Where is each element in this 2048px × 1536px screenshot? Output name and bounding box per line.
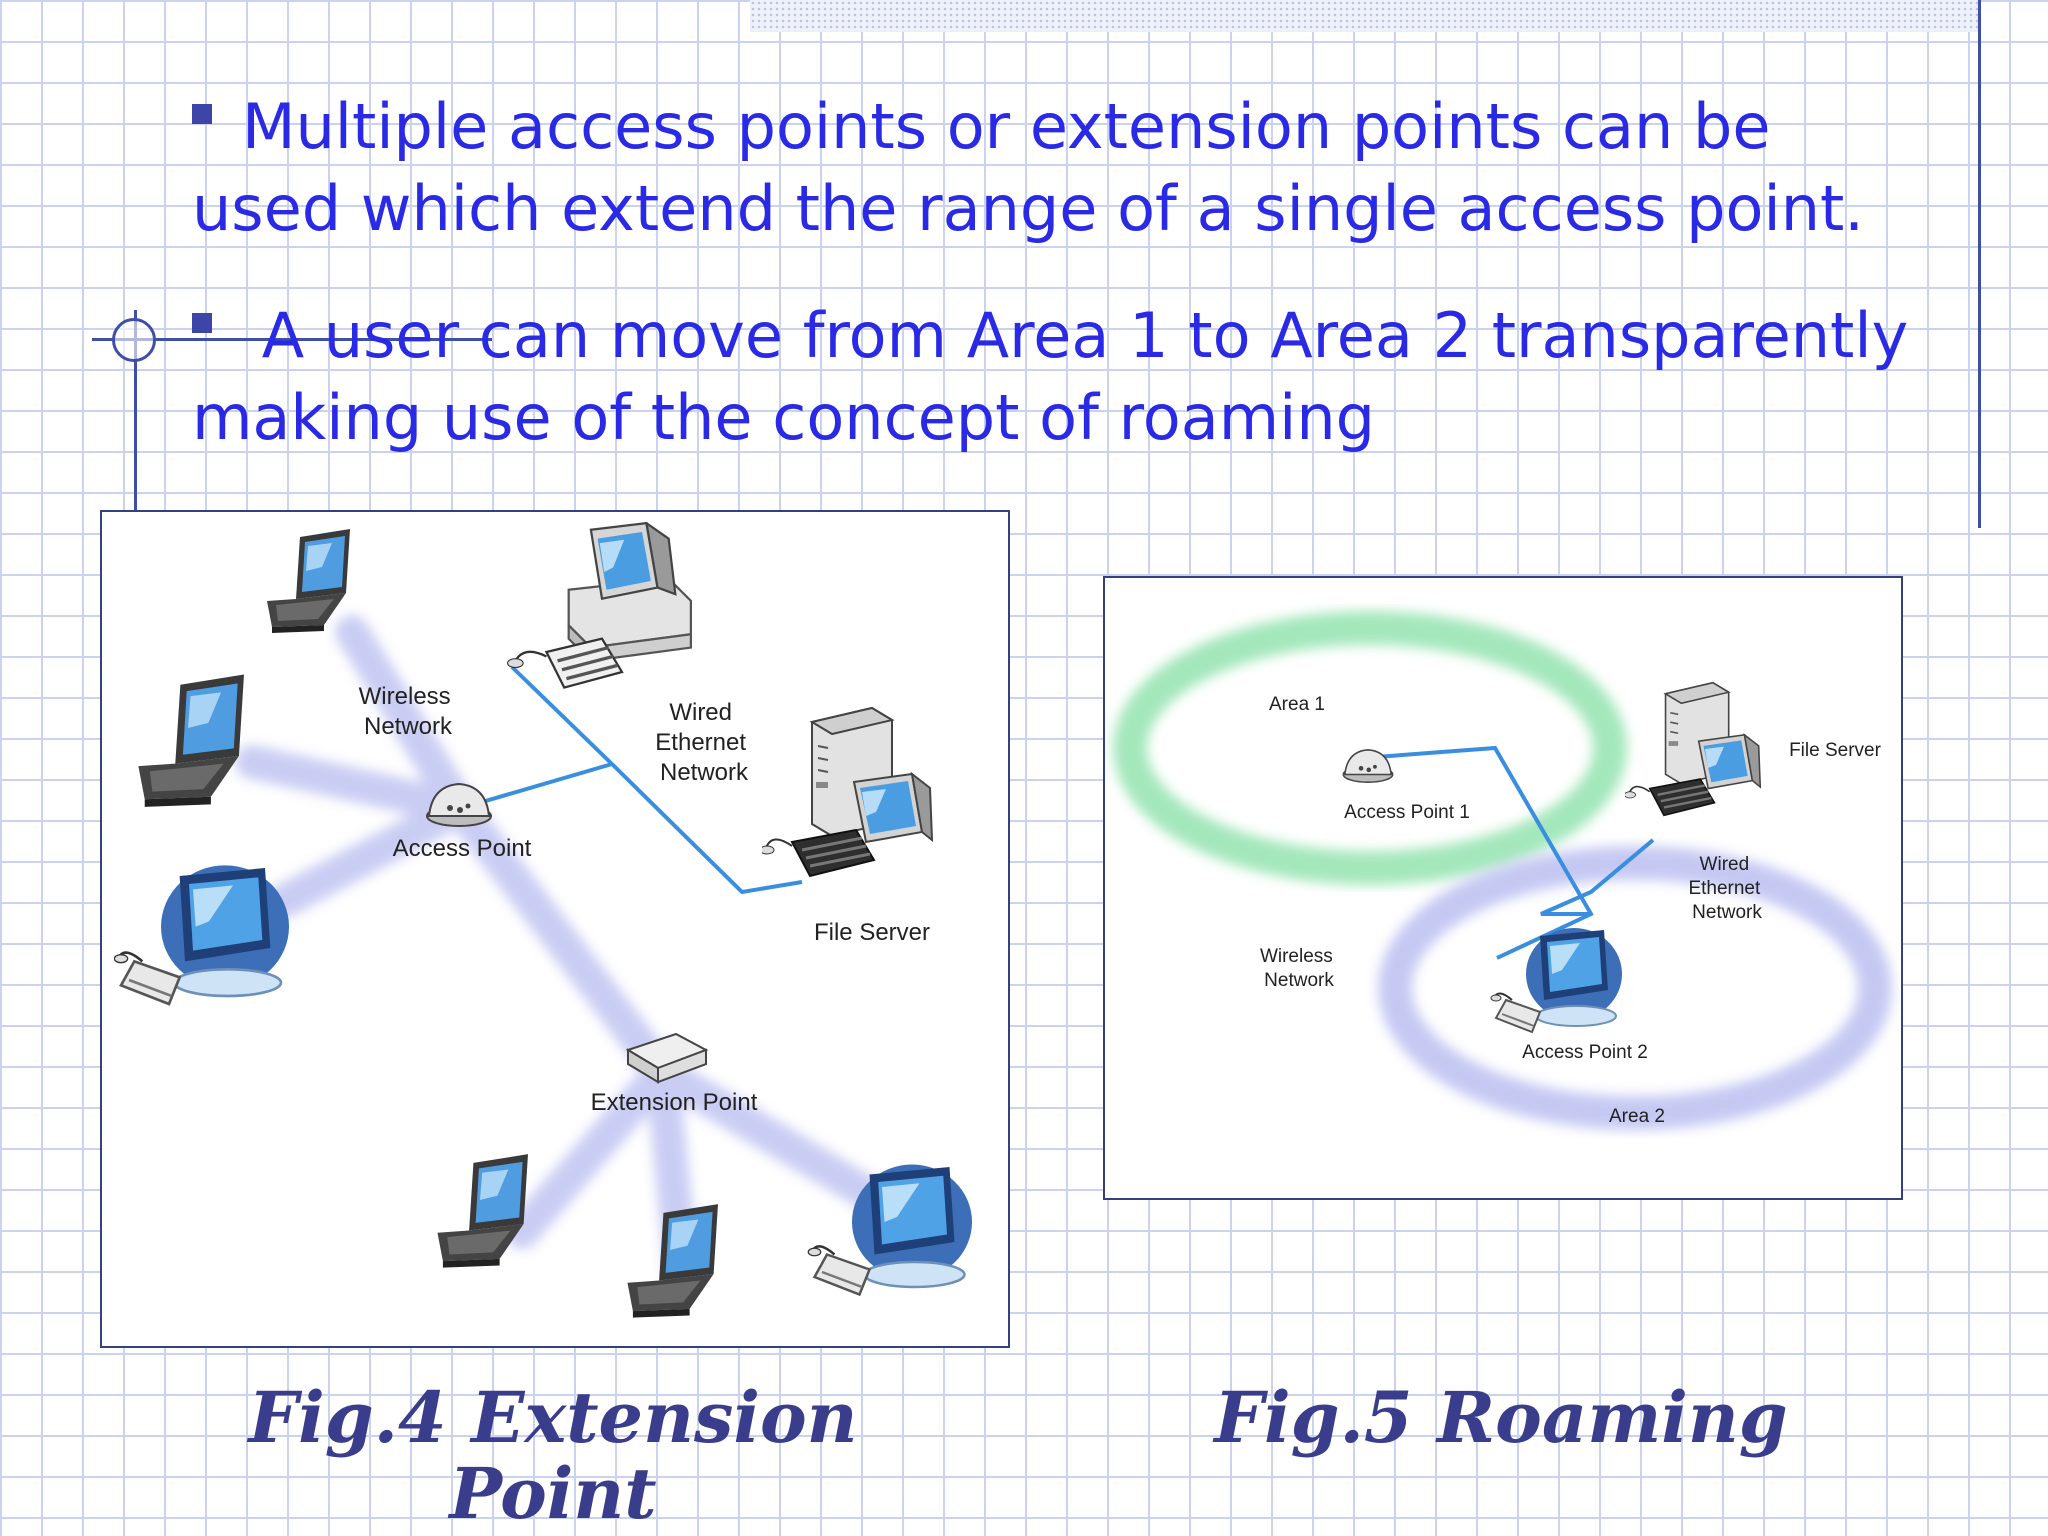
label-wired-ethernet-network: Wired Ethernet Network	[655, 699, 752, 786]
laptop-icon	[267, 529, 350, 633]
decorative-left-rule-horizontal	[92, 338, 492, 341]
label-extension-point: Extension Point	[591, 1089, 758, 1116]
wireless-halo	[235, 615, 899, 1289]
figure-4-caption-line: Point	[449, 1452, 657, 1535]
decorative-right-rule	[1978, 0, 1981, 528]
label-area-1: Area 1	[1269, 694, 1325, 715]
desktop-computer-icon	[505, 522, 693, 690]
figure-5-caption-line: Fig.5 Roaming	[1214, 1376, 1788, 1459]
wired-network-cable	[481, 665, 803, 895]
laptop-icon	[138, 674, 244, 807]
imac-icon	[1489, 926, 1624, 1034]
file-server-icon	[762, 706, 934, 878]
label-file-server: File Server	[814, 919, 930, 946]
bullet-text: Multiple access points or extension poin…	[192, 90, 1865, 245]
area1-coverage-ring	[1113, 611, 1627, 885]
laptop-icon	[437, 1154, 528, 1268]
figure-5-caption: Fig.5 Roaming	[1103, 1380, 1899, 1456]
figure-4-caption: Fig.4 Extension Point	[100, 1380, 1006, 1532]
bullet-item: Multiple access points or extension poin…	[192, 86, 1912, 250]
label-access-point-2: Access Point 2	[1522, 1042, 1648, 1063]
file-server-icon	[1625, 681, 1762, 817]
square-bullet-icon	[192, 104, 212, 124]
label-access-point-1: Access Point 1	[1344, 802, 1470, 823]
bullet-item: A user can move from Area 1 to Area 2 tr…	[192, 295, 1912, 459]
label-access-point: Access Point	[393, 835, 532, 862]
imac-icon	[114, 863, 291, 1006]
figure-extension-point-diagram: Wireless Network Wired Ethernet Network …	[100, 510, 1010, 1348]
figure-roaming-diagram: Area 1 Access Point 1 File Server Wired …	[1103, 576, 1903, 1200]
decorative-ring-icon	[112, 318, 156, 362]
label-area-2: Area 2	[1609, 1106, 1665, 1127]
area2-coverage-ring	[1378, 846, 1892, 1130]
figure-4-caption-line: Fig.4 Extension	[248, 1376, 858, 1459]
label-wireless-network: Wireless Network	[359, 683, 458, 740]
decorative-top-band	[750, 0, 1980, 32]
label-wired-ethernet-network: Wired Ethernet Network	[1688, 854, 1765, 923]
bullet-text: A user can move from Area 1 to Area 2 tr…	[192, 299, 1909, 454]
square-bullet-icon	[192, 313, 212, 333]
label-file-server: File Server	[1789, 740, 1882, 761]
laptop-icon	[627, 1204, 718, 1318]
bullet-list: Multiple access points or extension poin…	[192, 86, 1912, 504]
decorative-left-rule	[134, 310, 137, 510]
label-wireless-network: Wireless Network	[1260, 946, 1338, 991]
